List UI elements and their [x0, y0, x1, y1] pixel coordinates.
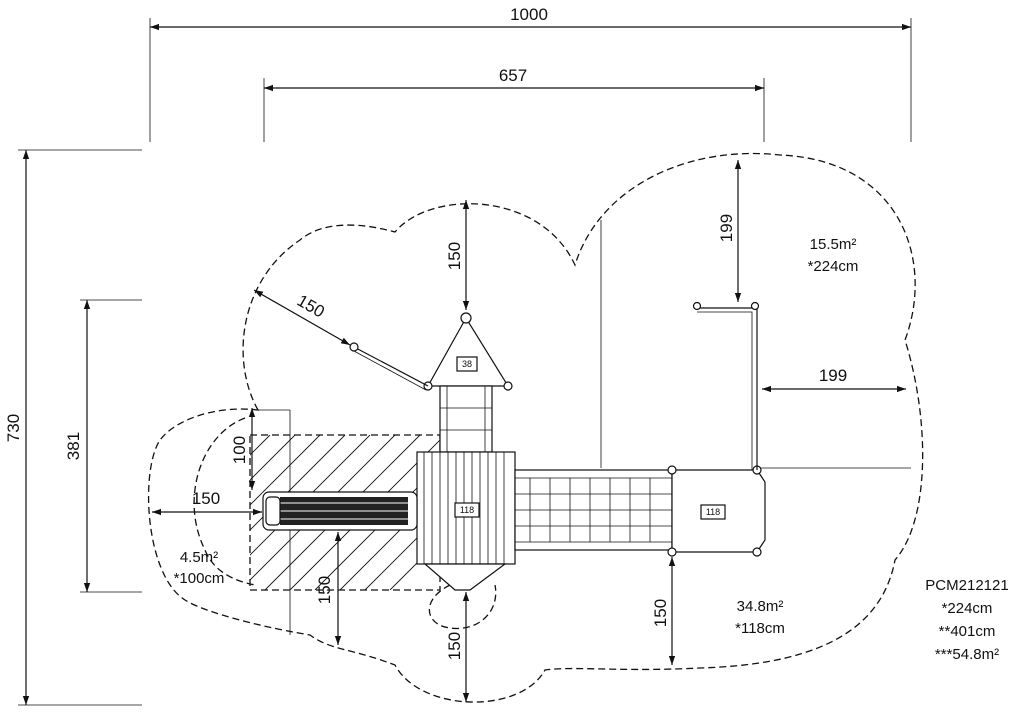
right-side-clearance-label: 199 [819, 366, 847, 385]
overall-depth-dimension: 730 [4, 149, 142, 706]
roof-tag: 38 [462, 359, 472, 369]
safety-zone-outline [147, 152, 924, 703]
deck-bottom-step [423, 563, 507, 591]
upper-right-zone-height: *224cm [808, 258, 859, 275]
bottom-center-clearance-label: 150 [445, 632, 464, 660]
product-length: **401cm [939, 623, 996, 640]
tower-roof: 38 [423, 312, 513, 391]
left-horizontal-clearance-label: 150 [192, 489, 220, 508]
right-top-clearance-label: 199 [717, 214, 736, 242]
left-deck: 118 [416, 451, 516, 565]
product-code: PCM212121 [925, 577, 1008, 594]
net-bridge [514, 469, 673, 551]
product-height: *224cm [942, 600, 993, 617]
upper-right-zone-area: 15.5m² [810, 236, 857, 253]
left-zone-height: *100cm [174, 570, 225, 587]
product-area: ***54.8m² [935, 646, 999, 663]
structure-width-dimension: 657 [263, 66, 765, 142]
overall-width-dimension: 1000 [149, 5, 912, 142]
handrail [692, 301, 760, 470]
diagonal-clearance-label: 150 [294, 291, 328, 322]
left-deck-tag: 118 [460, 505, 474, 515]
right-deck: 118 [667, 465, 766, 557]
left-vertical-clearance-label: 100 [230, 436, 249, 464]
overall-width-label: 1000 [510, 5, 548, 24]
overall-depth-label: 730 [4, 414, 23, 442]
lower-zone-area: 34.8m² [737, 598, 784, 615]
bottom-right-clearance-label: 150 [651, 599, 670, 627]
top-tower-clearance-label: 150 [445, 242, 464, 270]
slide [262, 491, 418, 531]
structure-width-label: 657 [499, 66, 527, 85]
diagonal-rail [349, 342, 429, 391]
bottom-left-clearance-label: 150 [315, 576, 334, 604]
structure-depth-label: 381 [64, 432, 83, 460]
structure-depth-dimension: 381 [64, 299, 142, 593]
diagonal-clearance-arrow [253, 289, 351, 346]
left-zone-inner-curve [193, 417, 256, 586]
lower-zone-height: *118cm [735, 620, 785, 637]
tower-ladder [439, 385, 493, 453]
right-deck-tag: 118 [706, 507, 720, 517]
bottom-zone-inner-curve [428, 584, 497, 630]
left-zone-area: 4.5m² [180, 549, 218, 566]
